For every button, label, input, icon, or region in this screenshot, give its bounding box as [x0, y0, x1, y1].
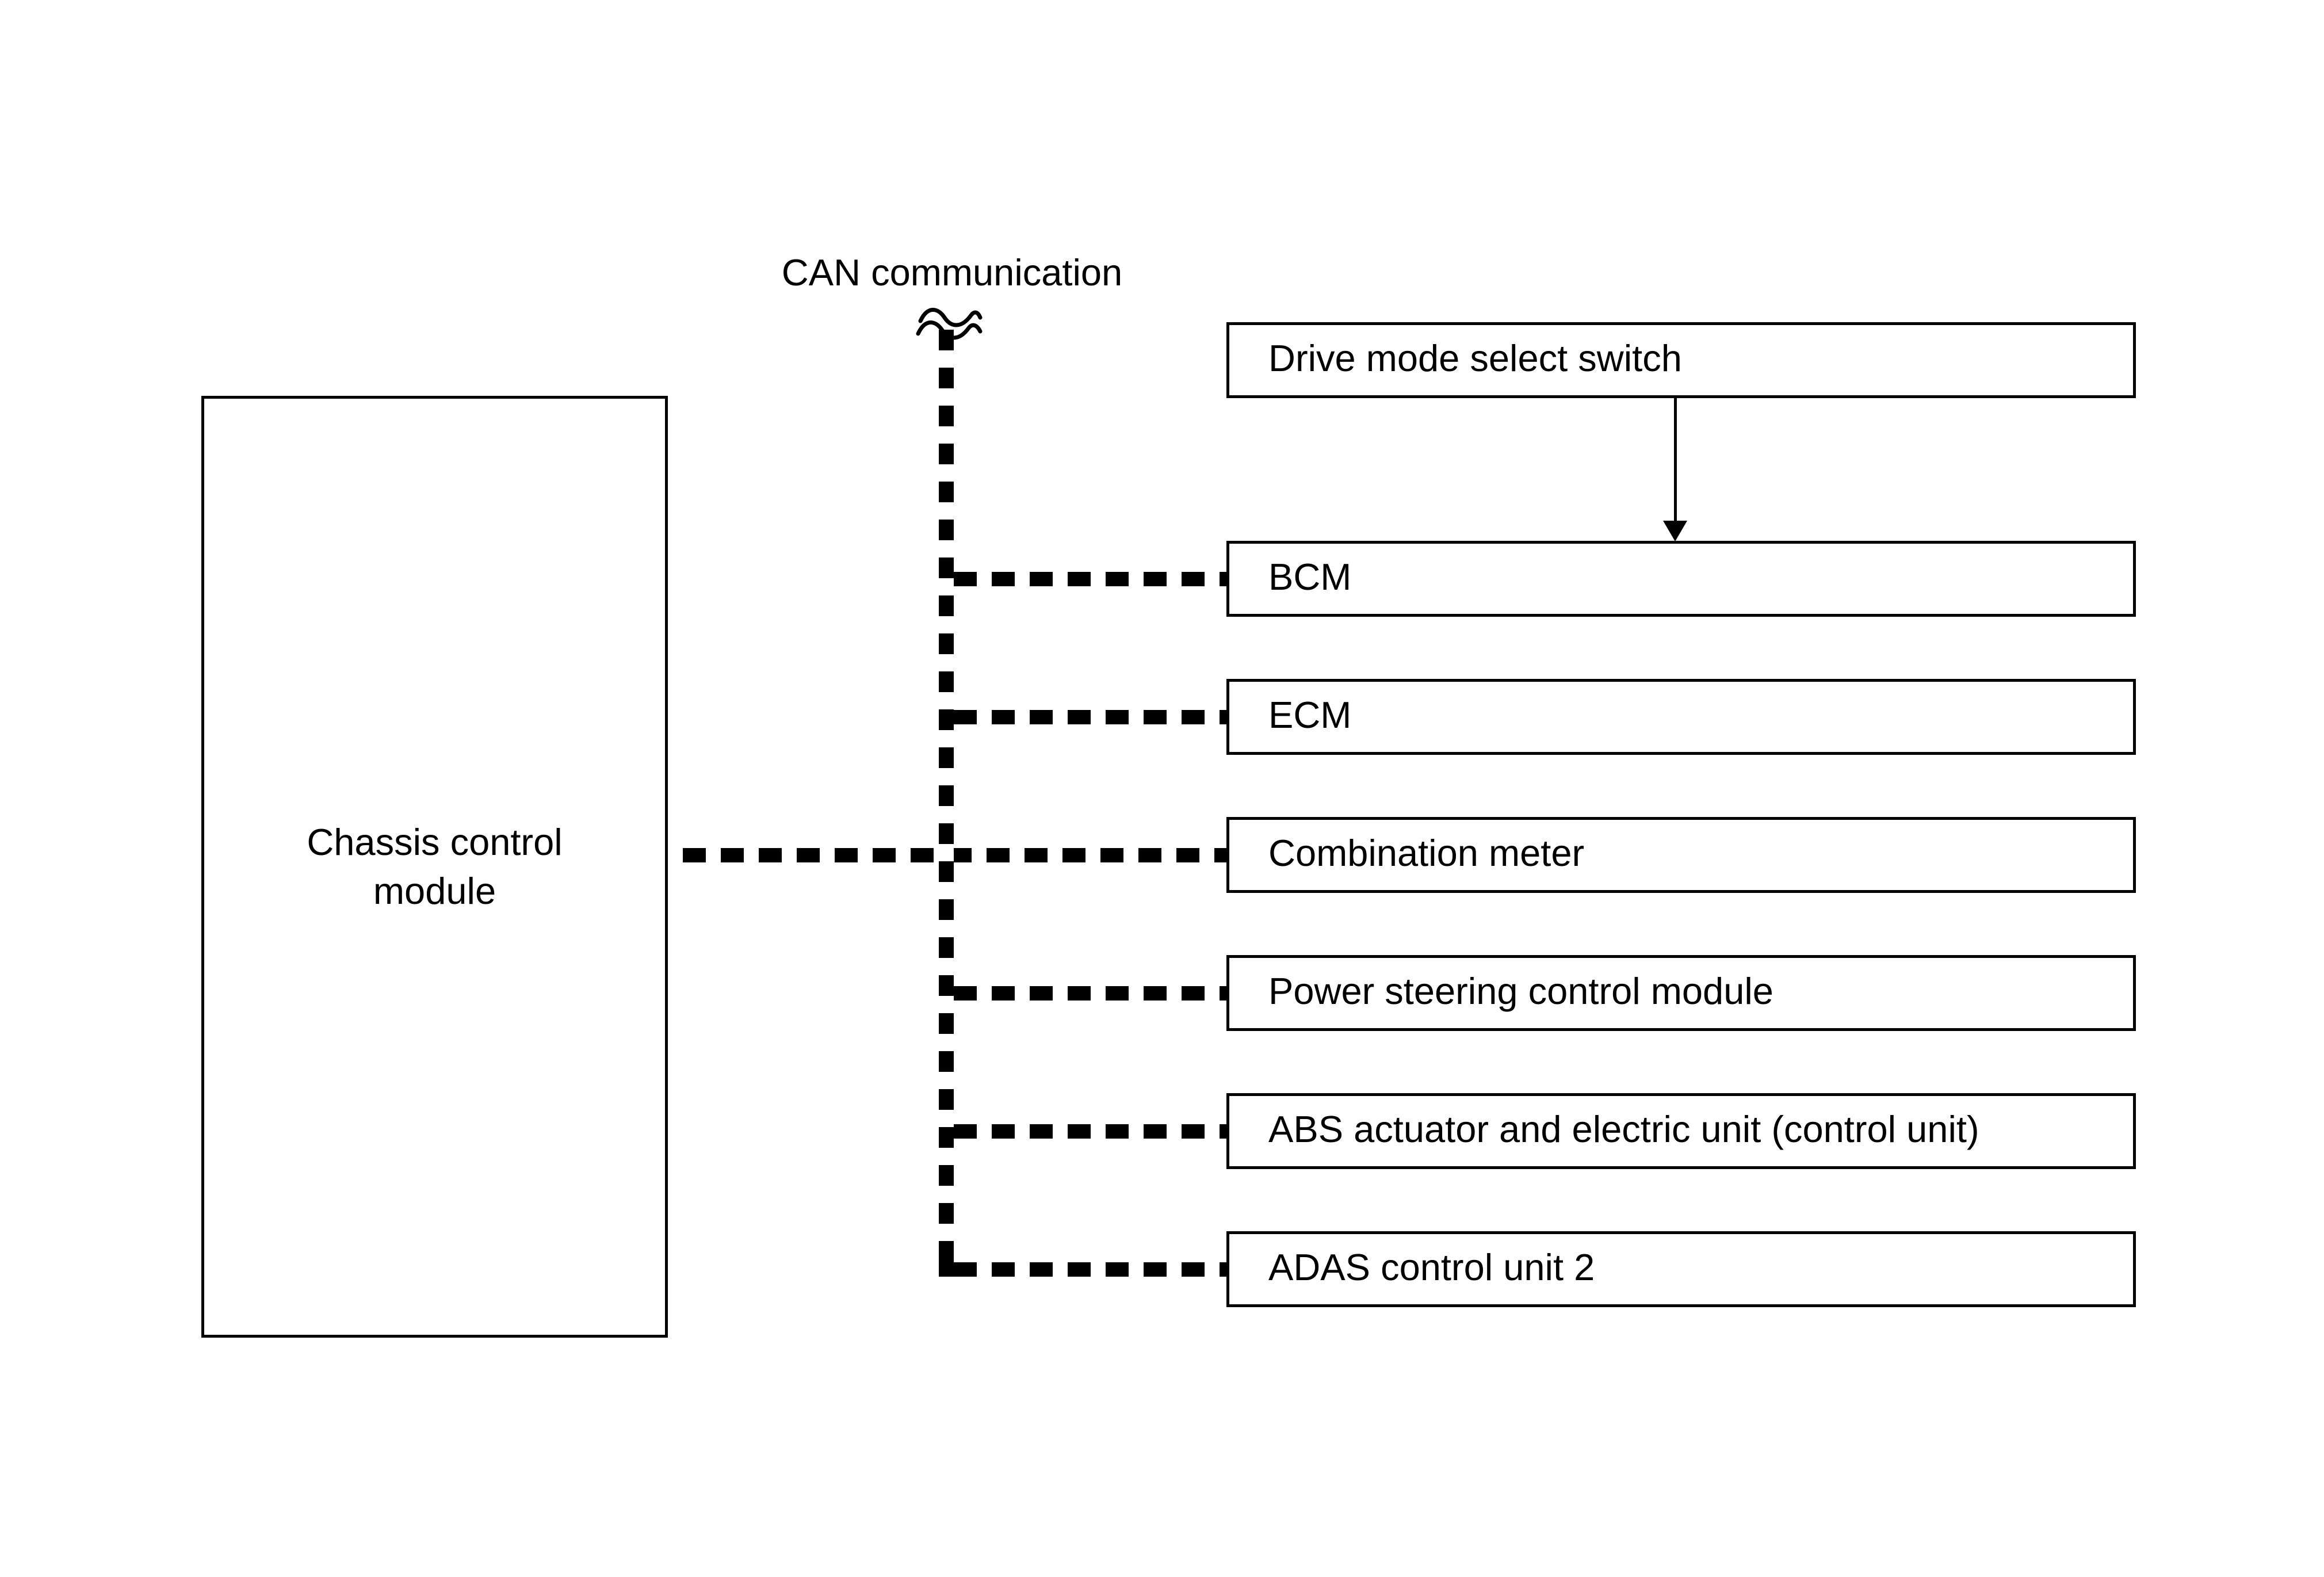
node-label-ecm: ECM — [1268, 693, 1352, 736]
can-bus-corner-joint — [939, 1254, 954, 1277]
can-communication-label: CAN communication — [781, 251, 1123, 293]
node-label-bcm: BCM — [1268, 555, 1352, 598]
chassis-control-module-label: Chassis control module — [307, 821, 563, 912]
node-label-abs-actuator: ABS actuator and electric unit (control … — [1268, 1108, 1979, 1150]
node-box-ecm: ECM — [1226, 679, 2136, 755]
node-box-bcm: BCM — [1226, 541, 2136, 617]
branch-line-bcm — [954, 572, 1226, 586]
node-label-combination-meter: Combination meter — [1268, 831, 1585, 874]
branch-line-adas — [954, 1262, 1226, 1277]
break-symbol-icon — [916, 308, 983, 340]
can-bus-vertical-line — [939, 330, 954, 1277]
branch-line-abs — [954, 1124, 1226, 1139]
node-box-adas-control-unit-2: ADAS control unit 2 — [1226, 1231, 2136, 1307]
branch-line-ecm — [954, 710, 1226, 724]
node-label-power-steering-control-module: Power steering control module — [1268, 969, 1773, 1012]
node-box-combination-meter: Combination meter — [1226, 817, 2136, 893]
node-label-drive-mode-select-switch: Drive mode select switch — [1268, 337, 1682, 379]
node-box-drive-mode-select-switch: Drive mode select switch — [1226, 322, 2136, 398]
branch-line-power-steering — [954, 986, 1226, 1001]
drive-mode-arrow-line — [1674, 398, 1677, 522]
node-box-power-steering-control-module: Power steering control module — [1226, 955, 2136, 1031]
down-arrowhead-icon — [1663, 521, 1687, 541]
node-box-abs-actuator: ABS actuator and electric unit (control … — [1226, 1093, 2136, 1169]
node-label-adas-control-unit-2: ADAS control unit 2 — [1268, 1246, 1595, 1288]
chassis-control-module-box: Chassis control module — [201, 396, 668, 1338]
